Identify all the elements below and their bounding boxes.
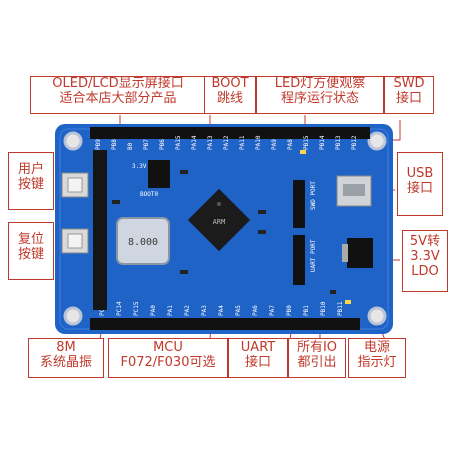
callout-user-key-line1: 用户 bbox=[17, 162, 44, 177]
status-leds bbox=[300, 150, 351, 304]
uart-header: UART PORT bbox=[293, 235, 317, 285]
callout-user-key: 用户 按键 bbox=[8, 152, 54, 210]
callout-mcu: MCU F072/F030可选 bbox=[108, 338, 228, 378]
callout-ldo-line3: LDO bbox=[411, 263, 439, 279]
top-pin-label: PB15 bbox=[303, 135, 310, 150]
bottom-pin-label: PA3 bbox=[201, 305, 208, 316]
bottom-pin-label: PB11 bbox=[337, 301, 344, 316]
callout-mcu-line2: F072/F030可选 bbox=[120, 354, 216, 370]
callout-all-io: 所有IO 都引出 bbox=[288, 338, 346, 378]
bottom-pin-label: PA5 bbox=[235, 305, 242, 316]
callout-swd-line2: 接口 bbox=[395, 90, 422, 106]
bottom-pin-label: PA7 bbox=[269, 305, 276, 316]
callout-oled-line1: OLED/LCD显示屏接口 bbox=[52, 76, 184, 91]
callout-swd-line1: SWD bbox=[393, 76, 425, 91]
callout-led: LED灯方便观察 程序运行状态 bbox=[256, 76, 384, 114]
callout-reset-key: 复位 按键 bbox=[8, 222, 54, 280]
bottom-pin-labels: PC13PC14PC15PA0PA1PA2PA3PA4PA5PA6PA7PB0P… bbox=[99, 301, 344, 316]
callout-power-led-line1: 电源 bbox=[363, 340, 390, 355]
callout-boot-line1: BOOT bbox=[211, 76, 249, 91]
top-pin-labels: PB9 PB8 B0 PB7 PB6 PA15 PA14 PA13 PA12 PA11 PA10 PA… bbox=[95, 135, 358, 150]
uart-label: UART PORT bbox=[310, 239, 317, 272]
callout-led-line2: 程序运行状态 bbox=[280, 90, 359, 106]
top-pin-label: PA14 bbox=[191, 135, 198, 150]
callout-crystal: 8M 系统晶振 bbox=[28, 338, 104, 378]
top-pin-label: PB7 bbox=[143, 139, 150, 150]
crystal-oscillator: 8.000 bbox=[116, 217, 170, 265]
callout-usb: USB 接口 bbox=[397, 152, 443, 216]
callout-crystal-line1: 8M bbox=[56, 340, 76, 355]
bottom-pin-label: PB10 bbox=[320, 301, 327, 316]
bottom-pin-label: PC14 bbox=[116, 301, 123, 316]
callout-oled-lcd: OLED/LCD显示屏接口 适合本店大部分产品 bbox=[30, 76, 206, 114]
callout-mcu-line1: MCU bbox=[153, 340, 183, 355]
bottom-pin-label: PA2 bbox=[184, 305, 191, 316]
callout-uart-line1: UART bbox=[240, 340, 276, 355]
callout-led-line1: LED灯方便观察 bbox=[274, 76, 366, 91]
boot-label: BOOT0 bbox=[140, 191, 158, 198]
top-pin-label: PA15 bbox=[175, 135, 182, 150]
bottom-pin-label: PB0 bbox=[286, 305, 293, 316]
top-pin-label: PB14 bbox=[319, 135, 326, 150]
top-pin-label: PB13 bbox=[335, 135, 342, 150]
callout-io-line2: 都引出 bbox=[297, 354, 337, 370]
bottom-pin-label: PA6 bbox=[252, 305, 259, 316]
mcu-chip: ARM bbox=[187, 188, 251, 252]
passive-components bbox=[112, 170, 336, 294]
top-pin-label: PB8 bbox=[111, 139, 118, 150]
callout-io-line1: 所有IO bbox=[296, 340, 338, 355]
callout-power-led: 电源 指示灯 bbox=[348, 338, 406, 378]
mounting-holes bbox=[63, 131, 387, 326]
callout-ldo-line1: 5V转 bbox=[409, 234, 441, 249]
top-pin-label: PA13 bbox=[207, 135, 214, 150]
callout-boot-line2: 跳线 bbox=[216, 90, 243, 106]
top-pin-label: PA12 bbox=[223, 135, 230, 150]
label-3v3: 3.3V bbox=[132, 163, 147, 170]
callout-user-key-line2: 按键 bbox=[17, 176, 44, 192]
left-pin-header bbox=[93, 150, 107, 310]
callout-crystal-line2: 系统晶振 bbox=[39, 354, 92, 370]
callout-ldo-line2: 3.3V bbox=[410, 248, 440, 264]
top-pin-header bbox=[90, 127, 370, 139]
callout-uart: UART 接口 bbox=[228, 338, 288, 378]
chip-label: ARM bbox=[213, 218, 226, 226]
callout-reset-key-line1: 复位 bbox=[17, 232, 44, 247]
callout-ldo: 5V转 3.3V LDO bbox=[402, 230, 448, 292]
usb-connector bbox=[336, 175, 372, 207]
bottom-pin-label: PC15 bbox=[133, 301, 140, 316]
callout-oled-line2: 适合本店大部分产品 bbox=[59, 90, 177, 106]
boot-jumper: BOOT0 3.3V bbox=[132, 160, 170, 198]
callout-boot: BOOT 跳线 bbox=[204, 76, 256, 114]
callout-swd: SWD 接口 bbox=[384, 76, 434, 114]
user-button bbox=[61, 172, 89, 198]
top-pin-label: PA11 bbox=[239, 135, 246, 150]
top-pin-label: PB12 bbox=[351, 135, 358, 150]
callout-usb-line2: 接口 bbox=[406, 180, 433, 196]
bottom-pin-label: PA1 bbox=[167, 305, 174, 316]
ldo-regulator bbox=[342, 238, 373, 268]
crystal-label: 8.000 bbox=[128, 237, 158, 248]
swd-header: SWD PORT bbox=[293, 180, 317, 228]
top-pin-label: PB9 bbox=[95, 139, 102, 150]
bottom-pin-label: PB1 bbox=[303, 305, 310, 316]
top-pin-label: PB6 bbox=[159, 139, 166, 150]
bottom-pin-header bbox=[90, 318, 360, 330]
callout-uart-line2: 接口 bbox=[244, 354, 271, 370]
top-pin-label: PA8 bbox=[287, 139, 294, 150]
top-pin-label: PA10 bbox=[255, 135, 262, 150]
callout-power-led-line2: 指示灯 bbox=[357, 354, 397, 370]
top-pin-label: B0 bbox=[127, 142, 134, 150]
callout-usb-line1: USB bbox=[406, 166, 434, 181]
bottom-pin-label: PA4 bbox=[218, 305, 225, 316]
top-pin-label: PA9 bbox=[271, 139, 278, 150]
swd-label: SWD PORT bbox=[310, 181, 317, 210]
callout-reset-key-line2: 按键 bbox=[17, 246, 44, 262]
bottom-pin-label: PA0 bbox=[150, 305, 157, 316]
reset-button bbox=[61, 228, 89, 254]
